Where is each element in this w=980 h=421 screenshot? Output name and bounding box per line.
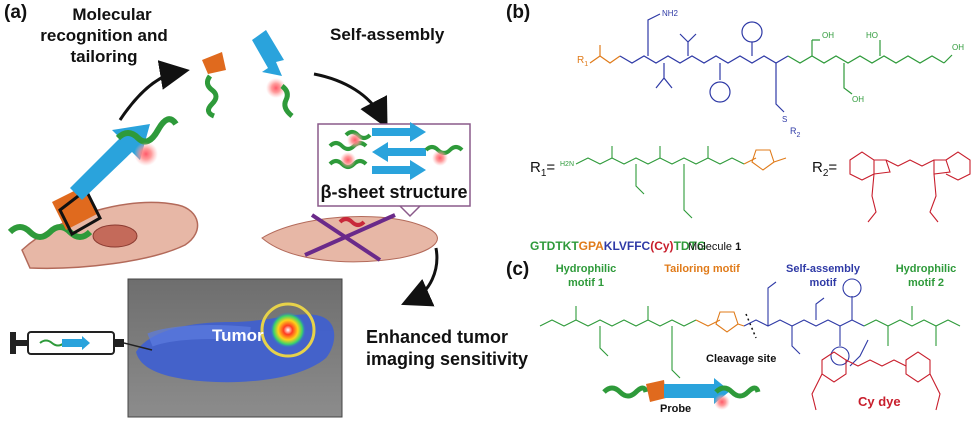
step3-line1: Enhanced tumor xyxy=(366,327,508,347)
step1-caption: Molecular recognition and tailoring xyxy=(40,5,168,66)
panel-c-label: (c) xyxy=(506,259,529,280)
oh-atom-3: OH xyxy=(952,43,964,52)
beta-sheet-label: β-sheet structure xyxy=(320,182,467,202)
cell-with-probe xyxy=(7,116,199,270)
sequence-segment: GTDTKT xyxy=(530,239,579,253)
tumor-label: Tumor xyxy=(212,326,264,345)
oh-atom-2: OH xyxy=(852,95,864,104)
step3-line2: imaging sensitivity xyxy=(366,349,528,369)
step2-caption: Self-assembly xyxy=(330,25,445,44)
sequence-segment: TDTG xyxy=(674,239,707,253)
cleaved-fragments xyxy=(202,30,294,119)
oh-atom-1: OH xyxy=(822,31,834,40)
nh2-atom: NH2 xyxy=(662,9,679,18)
probe-full-structure xyxy=(539,278,961,411)
r2-cy-structure xyxy=(849,151,971,223)
hydrophilic2-line1: Hydrophilic xyxy=(896,263,957,275)
arrow-step2 xyxy=(313,72,388,129)
molecule-label: Molecule 1 xyxy=(688,241,741,253)
molecule-1-structure: R1 NH2 S R2 OH OH HO OH xyxy=(577,9,964,139)
mouse-imaging: Tumor xyxy=(127,278,343,418)
panel-a-label: (a) xyxy=(4,2,27,23)
ho-atom: HO xyxy=(866,31,878,40)
sequence-segment: GPA xyxy=(579,239,604,253)
cleavage-label: Cleavage site xyxy=(706,353,776,365)
sequence-segment: (Cy) xyxy=(650,239,673,253)
tailoring-label: Tailoring motif xyxy=(664,263,740,275)
r1-marker: R1 xyxy=(577,55,588,68)
crossed-cell xyxy=(261,213,438,263)
beta-sheet-box: β-sheet structure xyxy=(317,122,471,218)
arrow-step3 xyxy=(401,247,439,307)
hydrophilic2-line2: motif 2 xyxy=(908,277,944,289)
sequence-segment: KLVFFC xyxy=(604,239,651,253)
selfassembly-line1: Self-assembly xyxy=(786,263,861,275)
cy-dye-label: Cy dye xyxy=(858,394,901,409)
arrow-step1 xyxy=(118,60,190,121)
h2n-atom: H2N xyxy=(560,161,574,168)
r1-equation: R1= xyxy=(530,159,555,179)
panel-b-label: (b) xyxy=(506,2,530,23)
sequence-line: GTDTKTGPAKLVFFC(Cy)TDTG xyxy=(530,239,706,253)
step1-line1: Molecular xyxy=(72,5,152,24)
r2-marker: R2 xyxy=(790,126,801,139)
r2-equation: R2= xyxy=(812,159,837,179)
probe-cartoon xyxy=(602,378,761,410)
step1-line3: tailoring xyxy=(70,47,137,66)
syringe-icon xyxy=(10,331,153,355)
hydrophilic1-line1: Hydrophilic xyxy=(556,263,617,275)
r1-structure: H2N xyxy=(560,146,787,219)
probe-label: Probe xyxy=(660,403,691,415)
s-atom: S xyxy=(782,115,787,124)
step1-line2: recognition and xyxy=(40,26,168,45)
hydrophilic1-line2: motif 1 xyxy=(568,277,604,289)
selfassembly-line2: motif xyxy=(810,277,837,289)
